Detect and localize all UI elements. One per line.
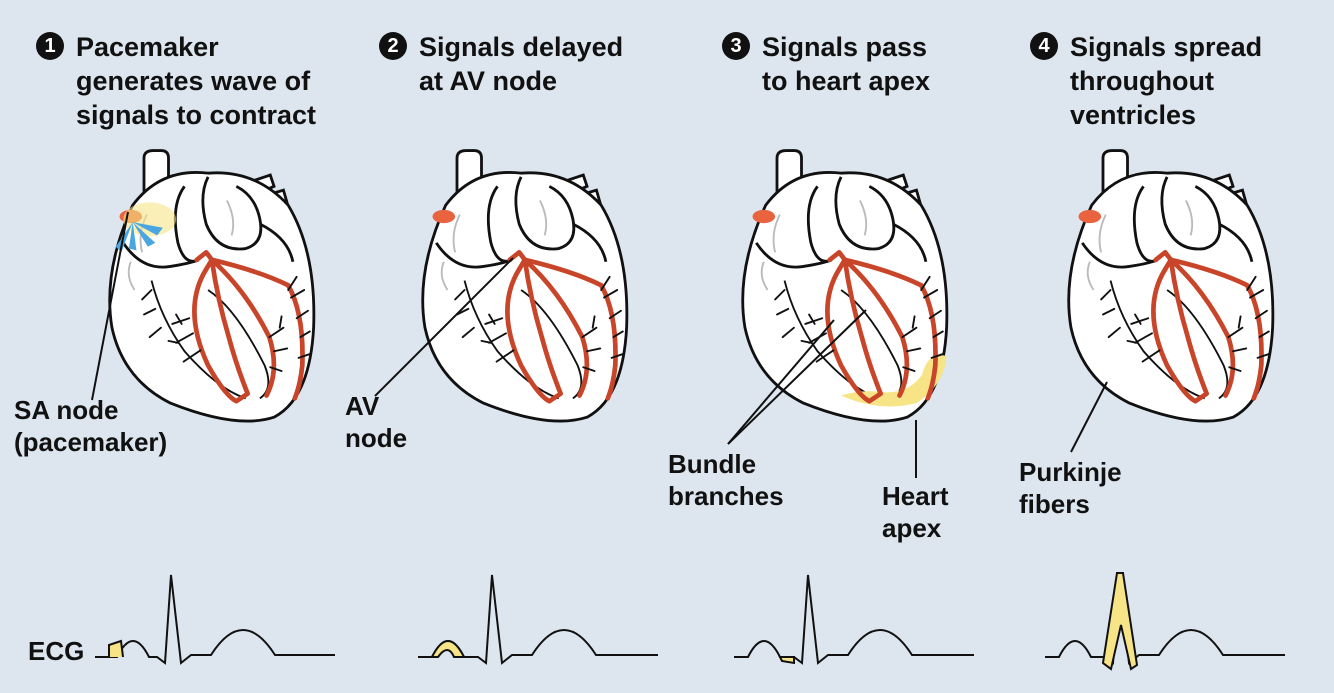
step-number-badge: 1 [36,32,64,60]
step-1-header: 1 Pacemaker generates wave of signals to… [36,30,316,132]
heart-illustration-icon [408,145,653,435]
sa-node-label: SA node (pacemaker) [14,395,168,457]
heart-illustration-icon [95,145,340,435]
heart-illustration-icon [1054,145,1299,435]
step-3-header: 3 Signals pass to heart apex [722,30,930,98]
ecg-waveform-icon [1045,572,1285,671]
ecg-waveform-icon [95,574,335,665]
apex-signal-fill [841,355,947,407]
ecg-label: ECG [28,636,85,666]
step-number-badge: 4 [1030,32,1058,60]
ecg-waveform-icon [418,574,658,665]
step-number-badge: 3 [722,32,750,60]
av-node-label: AV node [345,391,408,453]
heart-apex-label: Heart apex [882,481,949,543]
step-4-panel: 4 Signals spread throughout ventricles P… [999,0,1332,693]
purkinje-fibers-label: Purkinje fibers [1019,457,1122,519]
sa-node-marker [432,209,456,224]
sa-node-marker [752,209,776,224]
step-1-panel: 1 Pacemaker generates wave of signals to… [0,0,335,693]
step-2-title: Signals delayed at AV node [419,32,624,96]
step-1-title: Pacemaker generates wave of signals to c… [76,32,317,130]
step-3-title: Signals pass to heart apex [762,32,931,96]
bundle-branches-label: Bundle branches [668,449,784,511]
step-2-panel: 2 Signals delayed at AV node AV node [333,0,666,693]
step-2-header: 2 Signals delayed at AV node [379,30,623,98]
step-3-panel: 3 Signals pass to heart apex Bundle bran… [666,0,999,693]
step-4-title: Signals spread throughout ventricles [1070,32,1263,130]
sa-node-marker [1078,209,1102,224]
step-4-header: 4 Signals spread throughout ventricles [1030,30,1262,132]
ecg-waveform-icon [734,574,974,665]
heart-illustration-icon [728,145,973,435]
step-number-badge: 2 [379,32,407,60]
